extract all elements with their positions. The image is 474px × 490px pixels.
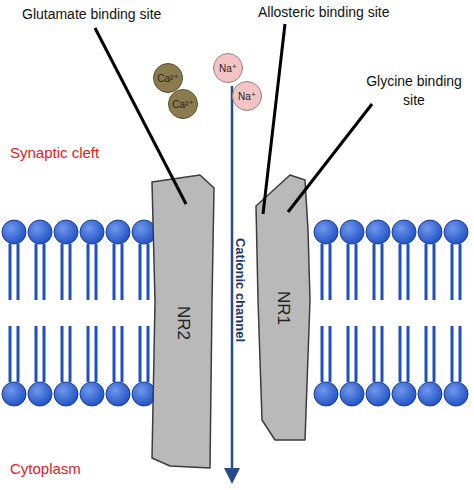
lipid-head bbox=[340, 220, 364, 244]
lipid-head bbox=[392, 382, 416, 406]
ion-label: Na⁺ bbox=[238, 91, 256, 102]
lipid-tail bbox=[43, 326, 46, 382]
lipid-tail bbox=[147, 244, 150, 300]
lipid-tail bbox=[407, 326, 410, 382]
lipid-tail bbox=[451, 244, 454, 300]
lipid-tail bbox=[373, 326, 376, 382]
lipid-tail bbox=[425, 244, 428, 300]
lipid-head bbox=[54, 382, 78, 406]
lipid-tail bbox=[43, 244, 46, 300]
lipid-tail bbox=[329, 244, 332, 300]
lipid-tail bbox=[321, 244, 324, 300]
site-label: Glycine binding site bbox=[366, 72, 462, 110]
lipid-tail bbox=[381, 244, 384, 300]
lipid-tail bbox=[381, 326, 384, 382]
receptor-subunit: NR2 bbox=[146, 172, 220, 474]
lipid-tail bbox=[355, 326, 358, 382]
lipid-tail bbox=[113, 326, 116, 382]
arrow-head bbox=[224, 468, 240, 484]
lipid-tail bbox=[355, 244, 358, 300]
site-label: Glutamate binding site bbox=[22, 6, 161, 22]
lipid-head bbox=[314, 382, 338, 406]
lipid-tail bbox=[433, 244, 436, 300]
lipid-tail bbox=[433, 326, 436, 382]
lipid-head bbox=[2, 220, 26, 244]
lipid-head bbox=[366, 382, 390, 406]
lipid-tail bbox=[121, 326, 124, 382]
lipid-tail bbox=[9, 244, 12, 300]
lipid-head bbox=[28, 382, 52, 406]
leader-line bbox=[95, 28, 186, 204]
lipid-head bbox=[80, 220, 104, 244]
lipid-tail bbox=[347, 244, 350, 300]
lipid-head bbox=[340, 382, 364, 406]
ion-label: Ca²⁺ bbox=[172, 99, 193, 110]
lipid-tail bbox=[69, 244, 72, 300]
lipid-tail bbox=[95, 326, 98, 382]
lipid-head bbox=[314, 220, 338, 244]
lipid-head bbox=[418, 382, 442, 406]
channel-label: Cationic channel bbox=[233, 238, 248, 342]
subunit-label: NR2 bbox=[173, 306, 193, 340]
lipid-head bbox=[366, 220, 390, 244]
lipid-tail bbox=[373, 244, 376, 300]
lipid-tail bbox=[399, 244, 402, 300]
lipid-tail bbox=[87, 326, 90, 382]
lipid-tail bbox=[61, 244, 64, 300]
lipid-head bbox=[106, 220, 130, 244]
lipid-tail bbox=[69, 326, 72, 382]
lipid-head bbox=[54, 220, 78, 244]
ion-circle: Ca²⁺ bbox=[168, 89, 198, 119]
lipid-head bbox=[392, 220, 416, 244]
lipid-tail bbox=[407, 244, 410, 300]
lipid-bilayer bbox=[2, 220, 468, 406]
lipid-tail bbox=[9, 326, 12, 382]
subunit-label: NR1 bbox=[273, 291, 293, 325]
lipid-tail bbox=[147, 326, 150, 382]
lipid-tail bbox=[321, 326, 324, 382]
subunit-shape bbox=[152, 175, 214, 468]
lipid-tail bbox=[35, 326, 38, 382]
lipid-head bbox=[80, 382, 104, 406]
lipid-tail bbox=[95, 244, 98, 300]
lipid-tail bbox=[425, 326, 428, 382]
receptor-subunit: NR1 bbox=[250, 170, 316, 446]
lipid-head bbox=[444, 220, 468, 244]
lipid-head bbox=[418, 220, 442, 244]
lipid-tail bbox=[113, 244, 116, 300]
subunit-shape bbox=[256, 175, 310, 440]
lipid-tail bbox=[139, 244, 142, 300]
lipid-tail bbox=[35, 244, 38, 300]
leader-line bbox=[288, 104, 372, 212]
ion-label: Ca²⁺ bbox=[157, 73, 178, 84]
lipid-tail bbox=[451, 326, 454, 382]
lipid-tail bbox=[61, 326, 64, 382]
lipid-tail bbox=[87, 244, 90, 300]
lipid-head bbox=[28, 220, 52, 244]
ion-circle: Na⁺ bbox=[232, 81, 262, 111]
lipid-tail bbox=[17, 326, 20, 382]
lipid-tail bbox=[121, 244, 124, 300]
lipid-tail bbox=[459, 244, 462, 300]
site-label: Allosteric binding site bbox=[258, 4, 390, 20]
lipid-head bbox=[444, 382, 468, 406]
ion-label: Na⁺ bbox=[219, 63, 237, 74]
ion-circle: Na⁺ bbox=[213, 53, 243, 83]
lipid-tail bbox=[329, 326, 332, 382]
lipid-tail bbox=[139, 326, 142, 382]
region-label: Synaptic cleft bbox=[10, 144, 99, 161]
lipid-head bbox=[106, 382, 130, 406]
lipid-tail bbox=[347, 326, 350, 382]
lipid-tail bbox=[399, 326, 402, 382]
lipid-tail bbox=[459, 326, 462, 382]
lipid-tail bbox=[17, 244, 20, 300]
lipid-head bbox=[2, 382, 26, 406]
region-label: Cytoplasm bbox=[10, 460, 81, 477]
